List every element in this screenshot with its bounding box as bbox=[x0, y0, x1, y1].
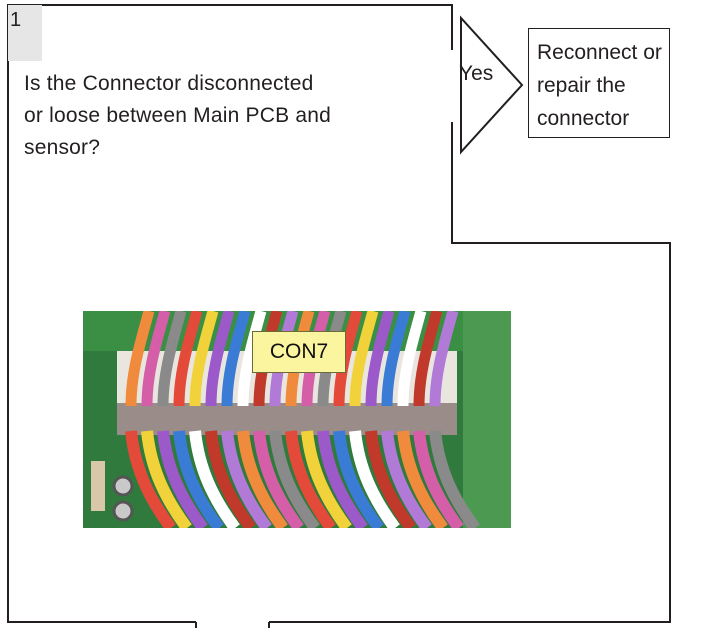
wire-top bbox=[413, 311, 443, 407]
wire-bottom bbox=[429, 430, 480, 528]
question-text: Is the Connector disconnected or loose b… bbox=[24, 68, 404, 164]
wire-top bbox=[429, 311, 459, 407]
wire-bottom bbox=[381, 430, 432, 528]
wire-top bbox=[349, 311, 379, 407]
wire-bottom bbox=[157, 430, 208, 528]
wire-top bbox=[141, 311, 171, 407]
question-line: or loose between Main PCB and bbox=[24, 104, 331, 127]
wire-bottom bbox=[365, 430, 416, 528]
wire-top bbox=[221, 311, 251, 407]
wire-bottom bbox=[413, 430, 464, 528]
wire-top bbox=[365, 311, 395, 407]
wire-top bbox=[157, 311, 187, 407]
step-number: 1 bbox=[10, 9, 22, 31]
wire-top bbox=[205, 311, 235, 407]
wire-bottom bbox=[333, 430, 384, 528]
action-line: repair the bbox=[537, 74, 626, 97]
wire-top bbox=[125, 311, 155, 407]
wire-bottom bbox=[221, 430, 272, 528]
wire-top bbox=[173, 311, 203, 407]
action-line: Reconnect or bbox=[537, 41, 662, 64]
yes-arrow bbox=[460, 15, 524, 155]
wire-bottom bbox=[269, 430, 320, 528]
question-line: Is the Connector disconnected bbox=[24, 72, 314, 95]
wire-bottom bbox=[125, 430, 176, 528]
wire-top bbox=[397, 311, 427, 407]
wire-bottom bbox=[141, 430, 192, 528]
wire-bottom bbox=[317, 430, 368, 528]
wire-bottom bbox=[253, 430, 304, 528]
wire-bottom bbox=[285, 430, 336, 528]
wire-bottom bbox=[237, 430, 288, 528]
action-line: connector bbox=[537, 107, 630, 130]
step-number-box bbox=[8, 5, 42, 61]
wire-bottom bbox=[301, 430, 352, 528]
wire-top bbox=[237, 311, 267, 407]
question-line: sensor? bbox=[24, 136, 101, 159]
action-box: Reconnect or repair the connector bbox=[528, 28, 670, 138]
wire-bottom bbox=[205, 430, 256, 528]
wire-top bbox=[189, 311, 219, 407]
wire-bottom bbox=[173, 430, 224, 528]
wire-top bbox=[381, 311, 411, 407]
wire-bottom bbox=[189, 430, 240, 528]
wire-bottom bbox=[349, 430, 400, 528]
yes-label: Yes bbox=[459, 62, 494, 85]
wire-bottom bbox=[397, 430, 448, 528]
con7-label: CON7 bbox=[252, 331, 346, 373]
question-box-outline-right bbox=[269, 122, 671, 623]
